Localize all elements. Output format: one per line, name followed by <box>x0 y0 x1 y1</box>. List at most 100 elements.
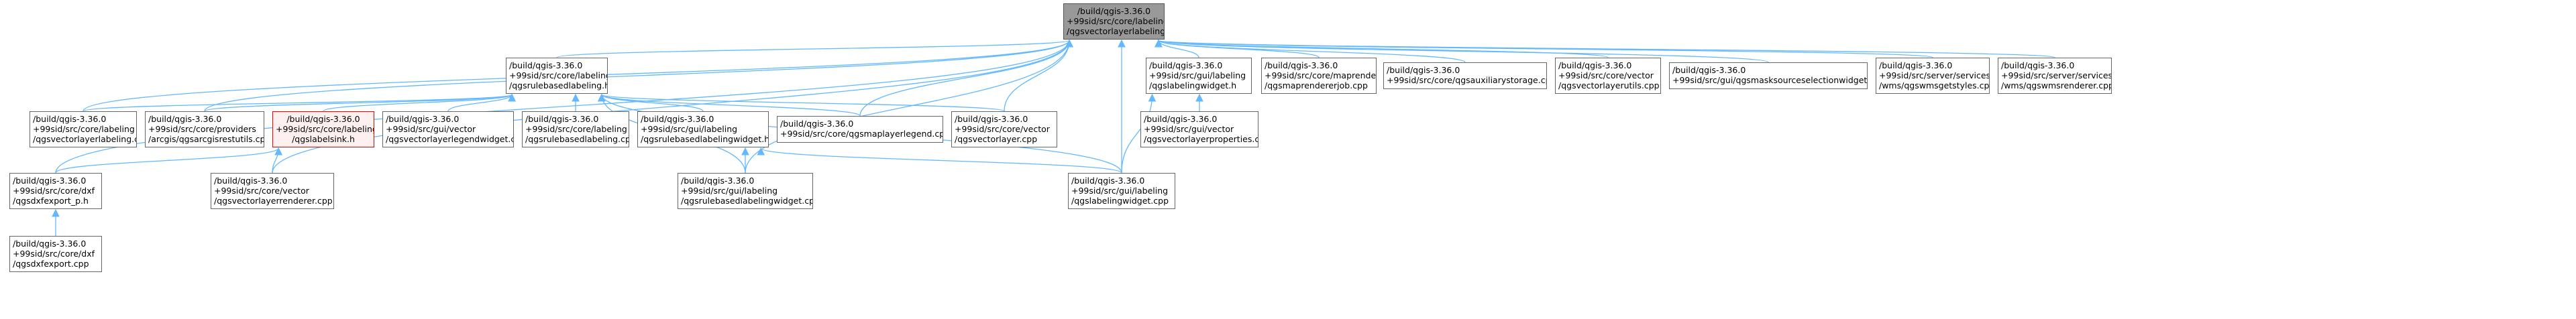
node-label-line: /qgsrulebasedlabelingwidget.cpp <box>681 196 813 206</box>
node-label-line: /build/qgis-3.36.0 <box>1149 60 1223 70</box>
node-label-line: +99sid/src/core/labeling <box>33 124 135 134</box>
node-label-line: +99sid/src/core/vector <box>214 186 309 196</box>
edge-wmsgetstyles-to-root <box>1155 39 1933 58</box>
node-label-line: /build/qgis-3.36.0 <box>13 239 87 249</box>
node-label-line: /build/qgis-3.36.0 <box>780 119 854 129</box>
node-qgsvectorlayerproperties-cpp[interactable]: /build/qgis-3.36.0 +99sid/src/gui/vector… <box>1140 111 1258 147</box>
node-label-line: +99sid/src/core/labeling <box>525 124 627 134</box>
node-label-line: /build/qgis-3.36.0 <box>1265 60 1338 70</box>
node-label-line: /build/qgis-3.36.0 <box>33 114 107 124</box>
node-label-line: /build/qgis-3.36.0 <box>1144 114 1218 124</box>
edge-vlrenderer-to-labelsink <box>272 147 282 174</box>
node-label-line: /build/qgis-3.36.0 <box>214 176 288 186</box>
node-label-line: +99sid/src/core/qgsauxiliarystorage.cpp <box>1387 75 1547 85</box>
node-qgsrulebasedlabeling-h[interactable]: /build/qgis-3.36.0 +99sid/src/core/label… <box>506 58 608 94</box>
edge-vllabeling_cpp-to-rulebased_h <box>83 93 516 112</box>
edge-wmsrenderer-to-root <box>1155 39 2055 58</box>
node-label-line: +99sid/src/gui/labeling <box>1149 70 1246 80</box>
node-label-line: /wms/qgswmsgetstyles.cpp <box>1879 80 1990 90</box>
node-qgsvectorlayerlabeling-cpp[interactable]: /build/qgis-3.36.0 +99sid/src/core/label… <box>30 111 137 147</box>
node-label-line: +99sid/src/gui/qgsmasksourceselectionwid… <box>1672 75 1868 85</box>
node-qgsdxfexport-cpp[interactable]: /build/qgis-3.36.0 +99sid/src/core/dxf /… <box>9 236 102 272</box>
edge-labelsink-to-rulebased_h <box>323 93 516 112</box>
node-label-line: /qgsmaprendererjob.cpp <box>1265 80 1368 90</box>
node-label-line: +99sid/src/core/labeling <box>509 70 608 80</box>
node-qgsvectorlayerlabeling-h: /build/qgis-3.36.0 +99sid/src/core/label… <box>1063 3 1165 40</box>
node-qgsdxfexport-p-h[interactable]: /build/qgis-3.36.0 +99sid/src/core/dxf /… <box>9 173 102 209</box>
node-label-line: /qgsvectorlayerlabeling.h <box>1067 26 1165 36</box>
node-qgslabelingwidget-h[interactable]: /build/qgis-3.36.0 +99sid/src/gui/labeli… <box>1146 58 1252 94</box>
edge-arcgisrest-to-root <box>204 39 1073 112</box>
node-label-line: /wms/qgswmsrenderer.cpp <box>2001 80 2112 90</box>
edge-vectorlayer-to-root <box>1004 39 1073 112</box>
edge-masksource-to-root <box>1155 39 1769 63</box>
node-label-line: /build/qgis-3.36.0 <box>1387 65 1460 75</box>
node-label-line: +99sid/src/core/labeling <box>1067 16 1165 26</box>
node-label-line: /qgsdxfexport.cpp <box>13 259 89 269</box>
node-qgsvectorlayerutils-cpp[interactable]: /build/qgis-3.36.0 +99sid/src/core/vecto… <box>1555 58 1661 94</box>
node-label-line: /build/qgis-3.36.0 <box>1071 176 1145 186</box>
node-qgslabelsink-h[interactable]: /build/qgis-3.36.0 +99sid/src/core/label… <box>272 111 374 147</box>
node-qgsmasksourceselectionwidget-cpp[interactable]: /build/qgis-3.36.0 +99sid/src/gui/qgsmas… <box>1669 62 1868 89</box>
node-qgsmaplayerlegend-cpp[interactable]: /build/qgis-3.36.0 +99sid/src/core/qgsma… <box>777 116 943 143</box>
node-qgsvectorlayerlegendwidget-cpp[interactable]: /build/qgis-3.36.0 +99sid/src/gui/vector… <box>382 111 514 147</box>
node-label-line: /qgsvectorlayerlabeling.cpp <box>33 134 136 144</box>
node-label-line: /qgsrulebasedlabeling.h <box>509 80 608 90</box>
node-label-line: /build/qgis-3.36.0 <box>148 114 222 124</box>
node-label-line: /build/qgis-3.36.0 <box>1558 60 1632 70</box>
node-label-line: /build/qgis-3.36.0 <box>509 60 583 70</box>
node-label-line: +99sid/src/gui/labeling <box>681 186 778 196</box>
node-label-line: /build/qgis-3.36.0 <box>286 114 360 124</box>
node-label-line: +99sid/src/core/maprenderer <box>1265 70 1377 80</box>
node-qgsmaprendererjob-cpp[interactable]: /build/qgis-3.36.0 +99sid/src/core/mapre… <box>1261 58 1377 94</box>
node-label-line: /qgsvectorlayerlegendwidget.cpp <box>386 134 514 144</box>
node-qgsrulebasedlabeling-cpp[interactable]: /build/qgis-3.36.0 +99sid/src/core/label… <box>522 111 629 147</box>
node-label-line: /qgsvectorlayerrenderer.cpp <box>214 196 333 206</box>
node-qgsvectorlayer-cpp[interactable]: /build/qgis-3.36.0 +99sid/src/core/vecto… <box>951 111 1057 147</box>
node-label-line: /build/qgis-3.36.0 <box>955 114 1028 124</box>
edge-maplayerlegend-to-rulebased_h <box>598 93 861 117</box>
node-label-line: /build/qgis-3.36.0 <box>1879 60 1953 70</box>
node-label-line: /build/qgis-3.36.0 <box>525 114 599 124</box>
node-qgswmsgetstyles-cpp[interactable]: /build/qgis-3.36.0 +99sid/src/server/ser… <box>1876 58 1990 94</box>
node-label-line: /build/qgis-3.36.0 <box>681 176 755 186</box>
node-qgswmsrenderer-cpp[interactable]: /build/qgis-3.36.0 +99sid/src/server/ser… <box>1998 58 2112 94</box>
node-qgsrulebasedlabelingwidget-h[interactable]: /build/qgis-3.36.0 +99sid/src/gui/labeli… <box>637 111 769 147</box>
node-label-line: /qgsrulebasedlabelingwidget.h <box>641 134 769 144</box>
node-label-line: +99sid/src/core/vector <box>1558 70 1654 80</box>
node-label-line: /qgslabelingwidget.cpp <box>1071 196 1169 206</box>
edge-arcgisrest-to-rulebased_h <box>204 93 516 112</box>
node-qgsvectorlayerrenderer-cpp[interactable]: /build/qgis-3.36.0 +99sid/src/core/vecto… <box>211 173 334 209</box>
node-label-line: /qgsdxfexport_p.h <box>13 196 89 206</box>
node-label-line: +99sid/src/core/labeling <box>276 124 374 134</box>
node-label-line: /build/qgis-3.36.0 <box>13 176 87 186</box>
node-label-line: +99sid/src/core/dxf <box>13 249 95 259</box>
node-label-line: /build/qgis-3.36.0 <box>386 114 460 124</box>
edge-labelingwidget_cpp-to-labelingwidget_h <box>1121 93 1157 174</box>
node-label-line: +99sid/src/core/qgsmaplayerlegend.cpp <box>780 129 943 139</box>
node-label-line: +99sid/src/gui/labeling <box>641 124 738 134</box>
node-label-line: +99sid/src/core/providers <box>148 124 256 134</box>
node-qgsauxiliarystorage-cpp[interactable]: /build/qgis-3.36.0 +99sid/src/core/qgsau… <box>1383 62 1547 89</box>
node-label-line: /build/qgis-3.36.0 <box>1077 6 1151 16</box>
edge-rulebased_h-to-root <box>556 39 1073 58</box>
node-qgslabelingwidget-cpp[interactable]: /build/qgis-3.36.0 +99sid/src/gui/labeli… <box>1068 173 1175 209</box>
node-label-line: /build/qgis-3.36.0 <box>2001 60 2075 70</box>
node-qgsarcgisrestutils-cpp[interactable]: /build/qgis-3.36.0 +99sid/src/core/provi… <box>145 111 264 147</box>
node-label-line: +99sid/src/server/services <box>2001 70 2112 80</box>
edge-vectorlayer-to-rulebased_h <box>598 93 1005 112</box>
node-label-line: /qgslabelsink.h <box>292 134 355 144</box>
node-label-line: /qgsrulebasedlabeling.cpp <box>525 134 629 144</box>
edge-maplayerlegend-to-root <box>859 39 1073 117</box>
node-label-line: /qgsvectorlayerutils.cpp <box>1558 80 1660 90</box>
node-label-line: +99sid/src/gui/vector <box>386 124 476 134</box>
node-label-line: +99sid/src/core/vector <box>955 124 1050 134</box>
node-qgsrulebasedlabelingwidget-cpp[interactable]: /build/qgis-3.36.0 +99sid/src/gui/labeli… <box>678 173 813 209</box>
node-label-line: /qgslabelingwidget.h <box>1149 80 1237 90</box>
node-label-line: /arcgis/qgsarcgisrestutils.cpp <box>148 134 264 144</box>
edge-auxstorage-to-root <box>1155 39 1466 63</box>
node-label-line: +99sid/src/gui/labeling <box>1071 186 1169 196</box>
edge-rbwidget_cpp-to-root <box>745 39 1073 174</box>
node-label-line: /build/qgis-3.36.0 <box>641 114 714 124</box>
